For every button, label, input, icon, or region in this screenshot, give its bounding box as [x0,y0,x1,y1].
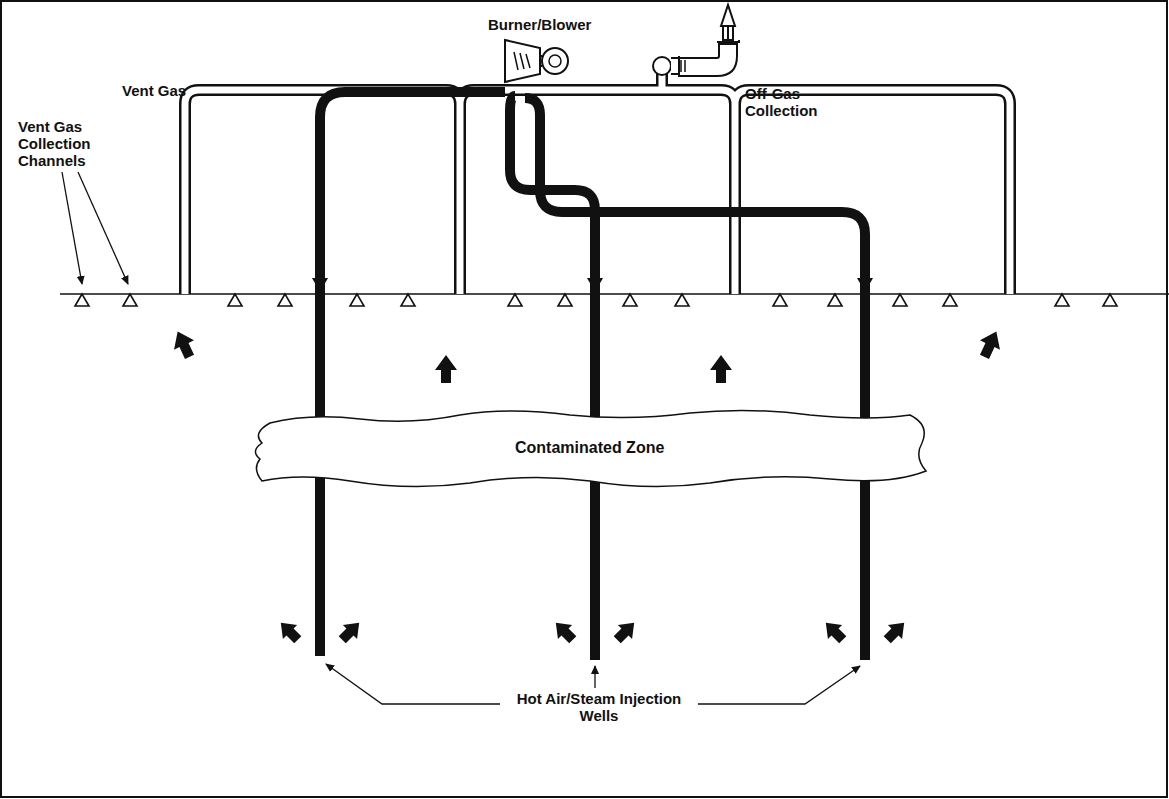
collection-channel [401,294,415,306]
collection-channel [773,294,787,306]
node-label: Contaminated Zone [515,439,664,456]
node-label: Burner/Blower [488,16,591,33]
collection-channel [1103,294,1117,306]
collection-channel [123,294,137,306]
node-shape [645,0,830,140]
burner-blower: Burner/Blower [470,16,610,86]
pipe-label: Vent Gas [122,82,212,99]
collection-channel [278,294,292,306]
collection-channel [1055,294,1069,306]
collection-channel [623,294,637,306]
well-label: Hot Air/Steam Injection Wells [500,690,698,724]
collection-channel [943,294,957,306]
collection-channel [828,294,842,306]
contaminated-zone: Contaminated Zone [250,405,930,490]
collection-channel [893,294,907,306]
off-gas-collector: Off-Gas Collection [645,0,830,140]
node-label: Off-Gas Collection [745,85,825,119]
collection-channel [350,294,364,306]
collection-channel [558,294,572,306]
collection-channel [75,294,89,306]
collection-channel [675,294,689,306]
channel-label: Vent Gas Collection Channels [18,118,98,169]
collection-channel [228,294,242,306]
collection-channel [508,294,522,306]
